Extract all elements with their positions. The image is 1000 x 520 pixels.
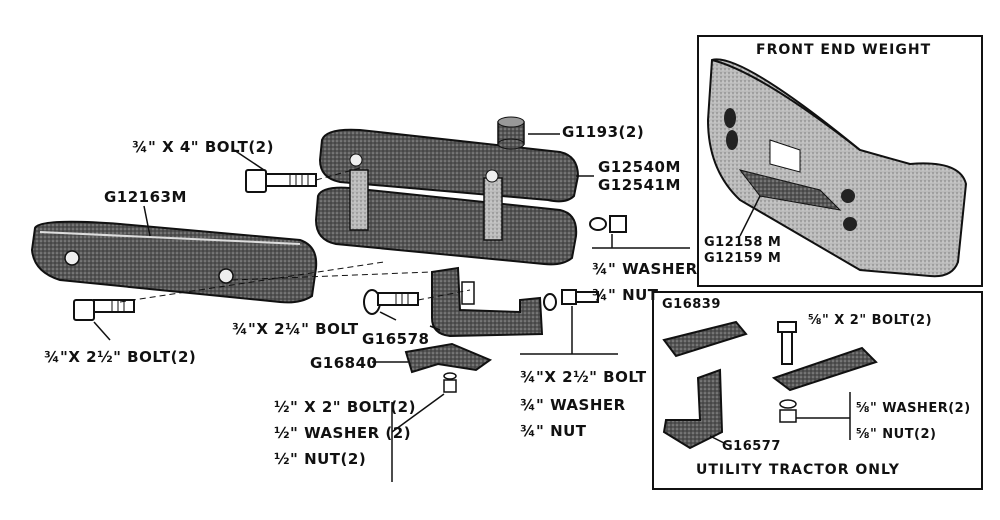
washer-nut-3-4-top [589,215,627,233]
washer-nut-5-8 [779,392,851,440]
label-washer-5-8: ⅝" WASHER(2) [856,401,971,416]
bolt-3-4x4 [245,169,317,193]
label-bolt-bottom-3-4x2-1-2: ¾"X 2½" BOLT [520,368,647,386]
weight-g12163m [30,220,318,304]
alignment-lines [119,167,471,303]
label-g16578: G16578 [362,330,430,348]
utility-tractor-panel [652,291,983,490]
label-nut-3-4-top: ¾" NUT [592,286,659,304]
label-nut-3-4-bottom: ¾" NUT [520,422,587,440]
plate-g16839 [662,320,748,358]
label-g12540m: G12540M [598,158,681,176]
label-g12159m: G12159 M [704,251,782,266]
label-bolt-3-4x2-1-4: ¾"X 2¼" BOLT [232,320,359,338]
bolt-bottom-3-4x2-1-2 [543,289,599,311]
label-g16840: G16840 [310,354,378,372]
label-nut-1-2: ½" NUT(2) [274,450,367,468]
label-g12163m: G12163M [104,188,187,206]
leader-lines [93,133,690,482]
label-washer-1-2: ½" WASHER (2) [274,424,412,442]
bracket-g16578 [431,266,544,338]
spacer-g1193 [497,116,525,150]
plate-5-8 [771,346,878,392]
front-end-weight-g12158m [706,58,968,278]
front-end-weight-title: FRONT END WEIGHT [756,42,932,58]
label-g16577: G16577 [722,439,781,454]
label-bolt-3-4x4: ¾" X 4" BOLT(2) [132,138,274,156]
label-washer-3-4-bottom: ¾" WASHER [520,396,626,414]
front-end-weight-panel [697,35,983,287]
bolt-left-3-4x2-1-2 [73,299,135,321]
label-bolt-5-8x2: ⅝" X 2" BOLT(2) [808,313,933,328]
washer-nut-1-2 [443,372,457,393]
label-g12158m: G12158 M [704,235,782,250]
bracket-g16840 [404,342,493,374]
label-washer-3-4-top: ¾" WASHER [592,260,698,278]
label-g1193: G1193(2) [562,123,645,141]
bolt-5-8x2 [777,321,797,365]
center-weight-assembly [314,128,580,266]
label-g16839: G16839 [662,297,721,312]
utility-tractor-title: UTILITY TRACTOR ONLY [696,462,900,478]
label-bolt-left-3-4x2-1-2: ¾"X 2½" BOLT(2) [44,348,197,366]
label-nut-5-8: ⅝" NUT(2) [856,427,937,442]
label-g12541m: G12541M [598,176,681,194]
label-bolt-1-2x2: ½" X 2" BOLT(2) [274,398,416,416]
bolt-center-3-4x2-1-4 [363,289,419,315]
bracket-g16577 [662,368,731,450]
